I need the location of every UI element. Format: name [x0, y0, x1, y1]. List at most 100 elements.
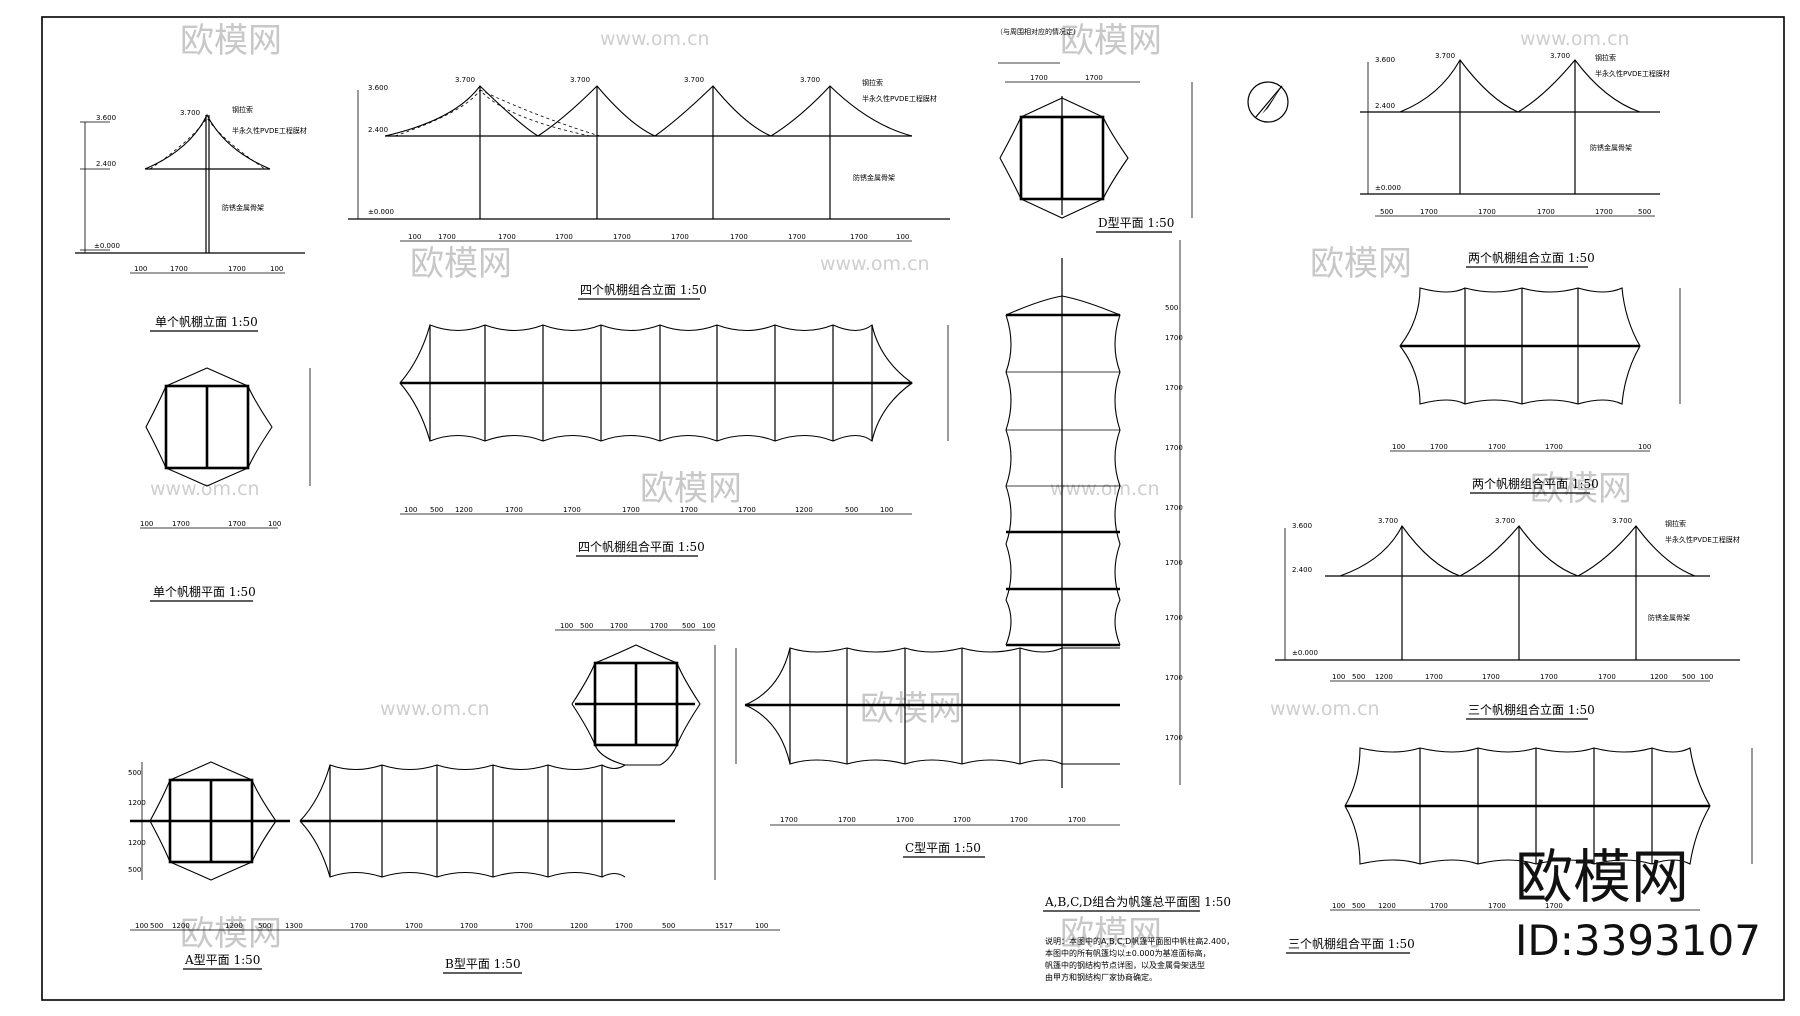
dimension-label: 100 — [1332, 673, 1345, 681]
level-label: 3.700 — [455, 76, 475, 84]
dimension-label: 100 — [408, 233, 421, 241]
dimension-label: 1700 — [650, 622, 668, 630]
dimension-label: 500 — [1165, 304, 1178, 312]
level-label: 2.400 — [1375, 102, 1395, 110]
dimension-label: 1700 — [1165, 504, 1183, 512]
watermark-url: www.om.cn — [150, 478, 260, 500]
dimension-label: 1700 — [780, 816, 798, 824]
view-title: 四个帆棚组合立面 1:50 — [580, 282, 707, 297]
combined-vertical-strip: 500 1700 1700 1700 1700 1700 1700 1700 1… — [1005, 240, 1183, 788]
annotation-cable: 钢拉索 — [232, 105, 253, 114]
dimension-label: 500 — [258, 922, 271, 930]
level-label: 2.400 — [1292, 566, 1312, 574]
watermark-brand: 欧模网 — [180, 914, 282, 954]
watermark-brand: 欧模网 — [1310, 244, 1412, 284]
level-label: 3.700 — [1435, 52, 1455, 60]
level-label: 3.700 — [570, 76, 590, 84]
note-line: 本图中的所有帆篷均以±0.000为基准面标高， — [1045, 948, 1211, 958]
dimension-label: 1700 — [610, 622, 628, 630]
dimension-label: 1700 — [1165, 614, 1183, 622]
dimension-label: 500 — [150, 922, 163, 930]
dimension-label: 1700 — [896, 816, 914, 824]
two-sail-elevation: 3.600 2.400 ±0.000 3.700 3.700 钢拉索 半永久性P… — [1360, 52, 1670, 268]
d-type-plan: （与周围相对应的情况定） 1700 1700 D型平面 1:50 — [996, 27, 1193, 233]
dimension-label: 1700 — [1085, 74, 1103, 82]
sail-membrane — [1339, 524, 1696, 577]
dimension-label: 1700 — [1165, 674, 1183, 682]
dimension-label: 1700 — [555, 233, 573, 241]
annotation-top-note: （与周围相对应的情况定） — [996, 27, 1080, 36]
watermark-id: ID:3393107 — [1515, 916, 1761, 965]
sail-outline — [1005, 295, 1121, 646]
dimension-label: 500 — [1352, 902, 1365, 910]
dimension-label: 1700 — [1430, 443, 1448, 451]
dimension-label: 1700 — [730, 233, 748, 241]
dimension-label: 500 — [845, 506, 858, 514]
dimension-label: 1700 — [1595, 208, 1613, 216]
dimension-label: 1700 — [515, 922, 533, 930]
watermark-brand-large: 欧模网 — [1515, 843, 1689, 911]
level-label: 2.400 — [96, 160, 116, 168]
dimension-label: 1700 — [1030, 74, 1048, 82]
dimension-label: 1700 — [1537, 208, 1555, 216]
dimension-label: 1700 — [405, 922, 423, 930]
dimension-label: 1700 — [350, 922, 368, 930]
sail-membrane — [1399, 58, 1641, 113]
dimension-label: 1300 — [285, 922, 303, 930]
dimension-label: 100 — [1638, 443, 1651, 451]
b-type-plan: 100 500 1700 1700 500 100 100 500 1200 1… — [130, 622, 780, 974]
annotation-cable: 钢拉索 — [862, 78, 883, 87]
dimension-label: 1700 — [953, 816, 971, 824]
level-label: 2.400 — [368, 126, 388, 134]
two-sail-plan: 100 1700 1700 1700 100 两个帆棚组合平面 1:50 — [1390, 287, 1681, 494]
dimension-label: 100 — [135, 922, 148, 930]
dimension-label: 100 — [270, 265, 283, 273]
dimension-label: 1200 — [225, 922, 243, 930]
view-title: B型平面 1:50 — [445, 957, 521, 971]
dimension-label: 1700 — [228, 520, 246, 528]
annotation-membrane: 半永久性PVDE工程膜材 — [862, 94, 937, 103]
dimension-label: 1700 — [460, 922, 478, 930]
sail-outline — [149, 761, 277, 881]
dimension-label: 100 — [880, 506, 893, 514]
dimension-label: 1700 — [505, 506, 523, 514]
level-label: 3.700 — [1550, 52, 1570, 60]
dimension-label: 1700 — [1488, 902, 1506, 910]
dimension-label: 1700 — [680, 506, 698, 514]
dimension-label: 500 — [430, 506, 443, 514]
dimension-label: 500 — [682, 622, 695, 630]
dimension-label: 100 — [560, 622, 573, 630]
dimension-label: 100 — [702, 622, 715, 630]
dimension-label: 1700 — [788, 233, 806, 241]
north-arrow — [1247, 81, 1289, 123]
dimension-label: 1200 — [1378, 902, 1396, 910]
sail-outline — [999, 97, 1129, 219]
dimension-label: 1700 — [170, 265, 188, 273]
watermark-brand: 欧模网 — [860, 689, 962, 729]
watermark-url: www.om.cn — [1050, 478, 1160, 500]
north-arrow-line — [1254, 85, 1283, 119]
dimension-label: 500 — [1682, 673, 1695, 681]
dimension-label: 1700 — [850, 233, 868, 241]
corner-watermark: 欧模网 ID:3393107 — [1515, 843, 1761, 965]
view-title: 单个帆棚平面 1:50 — [153, 584, 256, 599]
dimension-label: 1700 — [1165, 559, 1183, 567]
sail-membrane — [384, 85, 913, 137]
annotation-column: 防锈金属骨架 — [853, 173, 895, 182]
sail-outline — [571, 644, 701, 766]
dimension-label: 100 — [268, 520, 281, 528]
annotation-membrane: 半永久性PVDE工程膜材 — [232, 126, 307, 135]
dimension-label: 1200 — [128, 839, 146, 847]
level-label: 3.600 — [1375, 56, 1395, 64]
watermark-brand: 欧模网 — [1060, 21, 1162, 61]
dimension-label: 1700 — [613, 233, 631, 241]
view-title: A,B,C,D组合为帆篷总平面图 1:50 — [1044, 894, 1231, 909]
dimension-label: 1700 — [1165, 444, 1183, 452]
view-title: 两个帆棚组合平面 1:50 — [1472, 476, 1599, 491]
annotation-column: 防锈金属骨架 — [222, 203, 264, 212]
watermark-url: www.om.cn — [1270, 698, 1380, 720]
cable-line — [394, 89, 601, 137]
level-label: 3.700 — [1495, 517, 1515, 525]
level-label: 3.700 — [684, 76, 704, 84]
dimension-label: 1200 — [570, 922, 588, 930]
